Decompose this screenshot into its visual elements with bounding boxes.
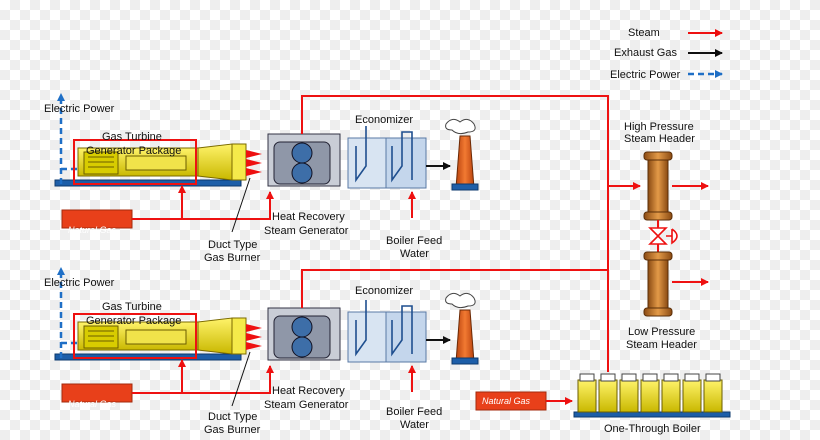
unit-2-hrsg-label-2: Steam Generator bbox=[264, 399, 349, 411]
unit-1-electric-power-label: Electric Power bbox=[44, 103, 115, 115]
boiler-label: One-Through Boiler bbox=[604, 423, 701, 435]
unit-1-boiler-feed-label-2: Water bbox=[400, 248, 429, 260]
boiler-module bbox=[619, 379, 639, 413]
lp-header-label-2: Steam Header bbox=[626, 339, 697, 351]
boiler-natural-gas-label: Natural Gas bbox=[482, 396, 531, 406]
boiler-module-cap bbox=[684, 373, 700, 382]
unit-1-economizer-label: Economizer bbox=[355, 114, 413, 126]
unit-1-duct-burner-label-2: Gas Burner bbox=[204, 252, 261, 264]
unit-1-duct-burner-label-1: Duct Type bbox=[208, 239, 257, 251]
unit-1-hrsg-label-2: Steam Generator bbox=[264, 225, 349, 237]
unit-2-hrsg-label-1: Heat Recovery bbox=[272, 385, 345, 397]
unit-2-gas-turbine-label-1: Gas Turbine bbox=[102, 301, 162, 313]
high-pressure-header bbox=[643, 151, 709, 221]
unit-1-gas-turbine-label-2: Generator Package bbox=[86, 145, 181, 157]
prv-actuator-icon bbox=[666, 228, 678, 245]
boiler-module bbox=[661, 379, 681, 413]
boiler-module bbox=[577, 379, 597, 413]
unit-2-duct-burner-label-2: Gas Burner bbox=[204, 424, 261, 436]
boiler-module bbox=[640, 379, 660, 413]
unit-2-labels: Electric Power Gas Turbine Generator Pac… bbox=[44, 277, 442, 436]
hp-header-flange-bottom bbox=[643, 211, 673, 221]
lp-header-label-1: Low Pressure bbox=[628, 326, 695, 338]
legend-steam-label: Steam bbox=[628, 27, 660, 39]
unit-1-labels: Electric Power Gas Turbine Generator Pac… bbox=[44, 103, 442, 264]
boiler-module-cap bbox=[579, 373, 595, 382]
lp-header-pipe bbox=[647, 255, 669, 313]
hp-header-label-2: Steam Header bbox=[624, 133, 695, 145]
prv-triangle-bottom bbox=[648, 234, 668, 245]
hp-header-label-1: High Pressure bbox=[624, 121, 694, 133]
hp-header-pipe bbox=[647, 155, 669, 217]
boiler-module-cap bbox=[600, 373, 616, 382]
steam-headers: High Pressure Steam Header Low Pressure … bbox=[607, 96, 709, 372]
unit-2-natural-gas-label: Natural Gas bbox=[68, 399, 117, 409]
unit-2-duct-burner-label-1: Duct Type bbox=[208, 411, 257, 423]
boiler-module-cap bbox=[663, 373, 679, 382]
unit-2-boiler-feed-label-2: Water bbox=[400, 419, 429, 431]
boiler-modules bbox=[577, 373, 723, 413]
lp-header-flange-bottom bbox=[643, 307, 673, 317]
boiler-skid bbox=[573, 411, 731, 418]
legend-electric-label: Electric Power bbox=[610, 69, 681, 81]
prv-triangle-top bbox=[648, 227, 668, 238]
legend: Steam Exhaust Gas Electric Power bbox=[610, 27, 723, 81]
unit-2-economizer-label: Economizer bbox=[355, 285, 413, 297]
unit-1-gas-turbine-label-1: Gas Turbine bbox=[102, 131, 162, 143]
unit-1-natural-gas-label: Natural Gas bbox=[68, 225, 117, 235]
unit-1: Electric Power Gas Turbine Generator Pac… bbox=[44, 94, 608, 264]
boiler-module-cap bbox=[642, 373, 658, 382]
one-through-boiler: Natural Gas One-Through Boiler bbox=[475, 373, 731, 435]
unit-1-hrsg-label-1: Heat Recovery bbox=[272, 211, 345, 223]
boiler-module-cap bbox=[621, 373, 637, 382]
unit-2-gas-turbine-label-2: Generator Package bbox=[86, 315, 181, 327]
legend-exhaust-label: Exhaust Gas bbox=[614, 47, 677, 59]
lp-header-flange-top bbox=[643, 251, 673, 261]
boiler-module bbox=[598, 379, 618, 413]
unit-2-boiler-feed-label-1: Boiler Feed bbox=[386, 406, 442, 418]
hp-header-flange-top bbox=[643, 151, 673, 161]
low-pressure-header bbox=[643, 251, 709, 317]
boiler-module bbox=[703, 379, 723, 413]
unit-2-electric-power-label: Electric Power bbox=[44, 277, 115, 289]
unit-2: Electric Power Gas Turbine Generator Pac… bbox=[44, 268, 608, 436]
boiler-module bbox=[682, 379, 702, 413]
pressure-reducing-valve bbox=[648, 220, 678, 252]
unit-1-boiler-feed-label-1: Boiler Feed bbox=[386, 235, 442, 247]
boiler-module-cap bbox=[705, 373, 721, 382]
